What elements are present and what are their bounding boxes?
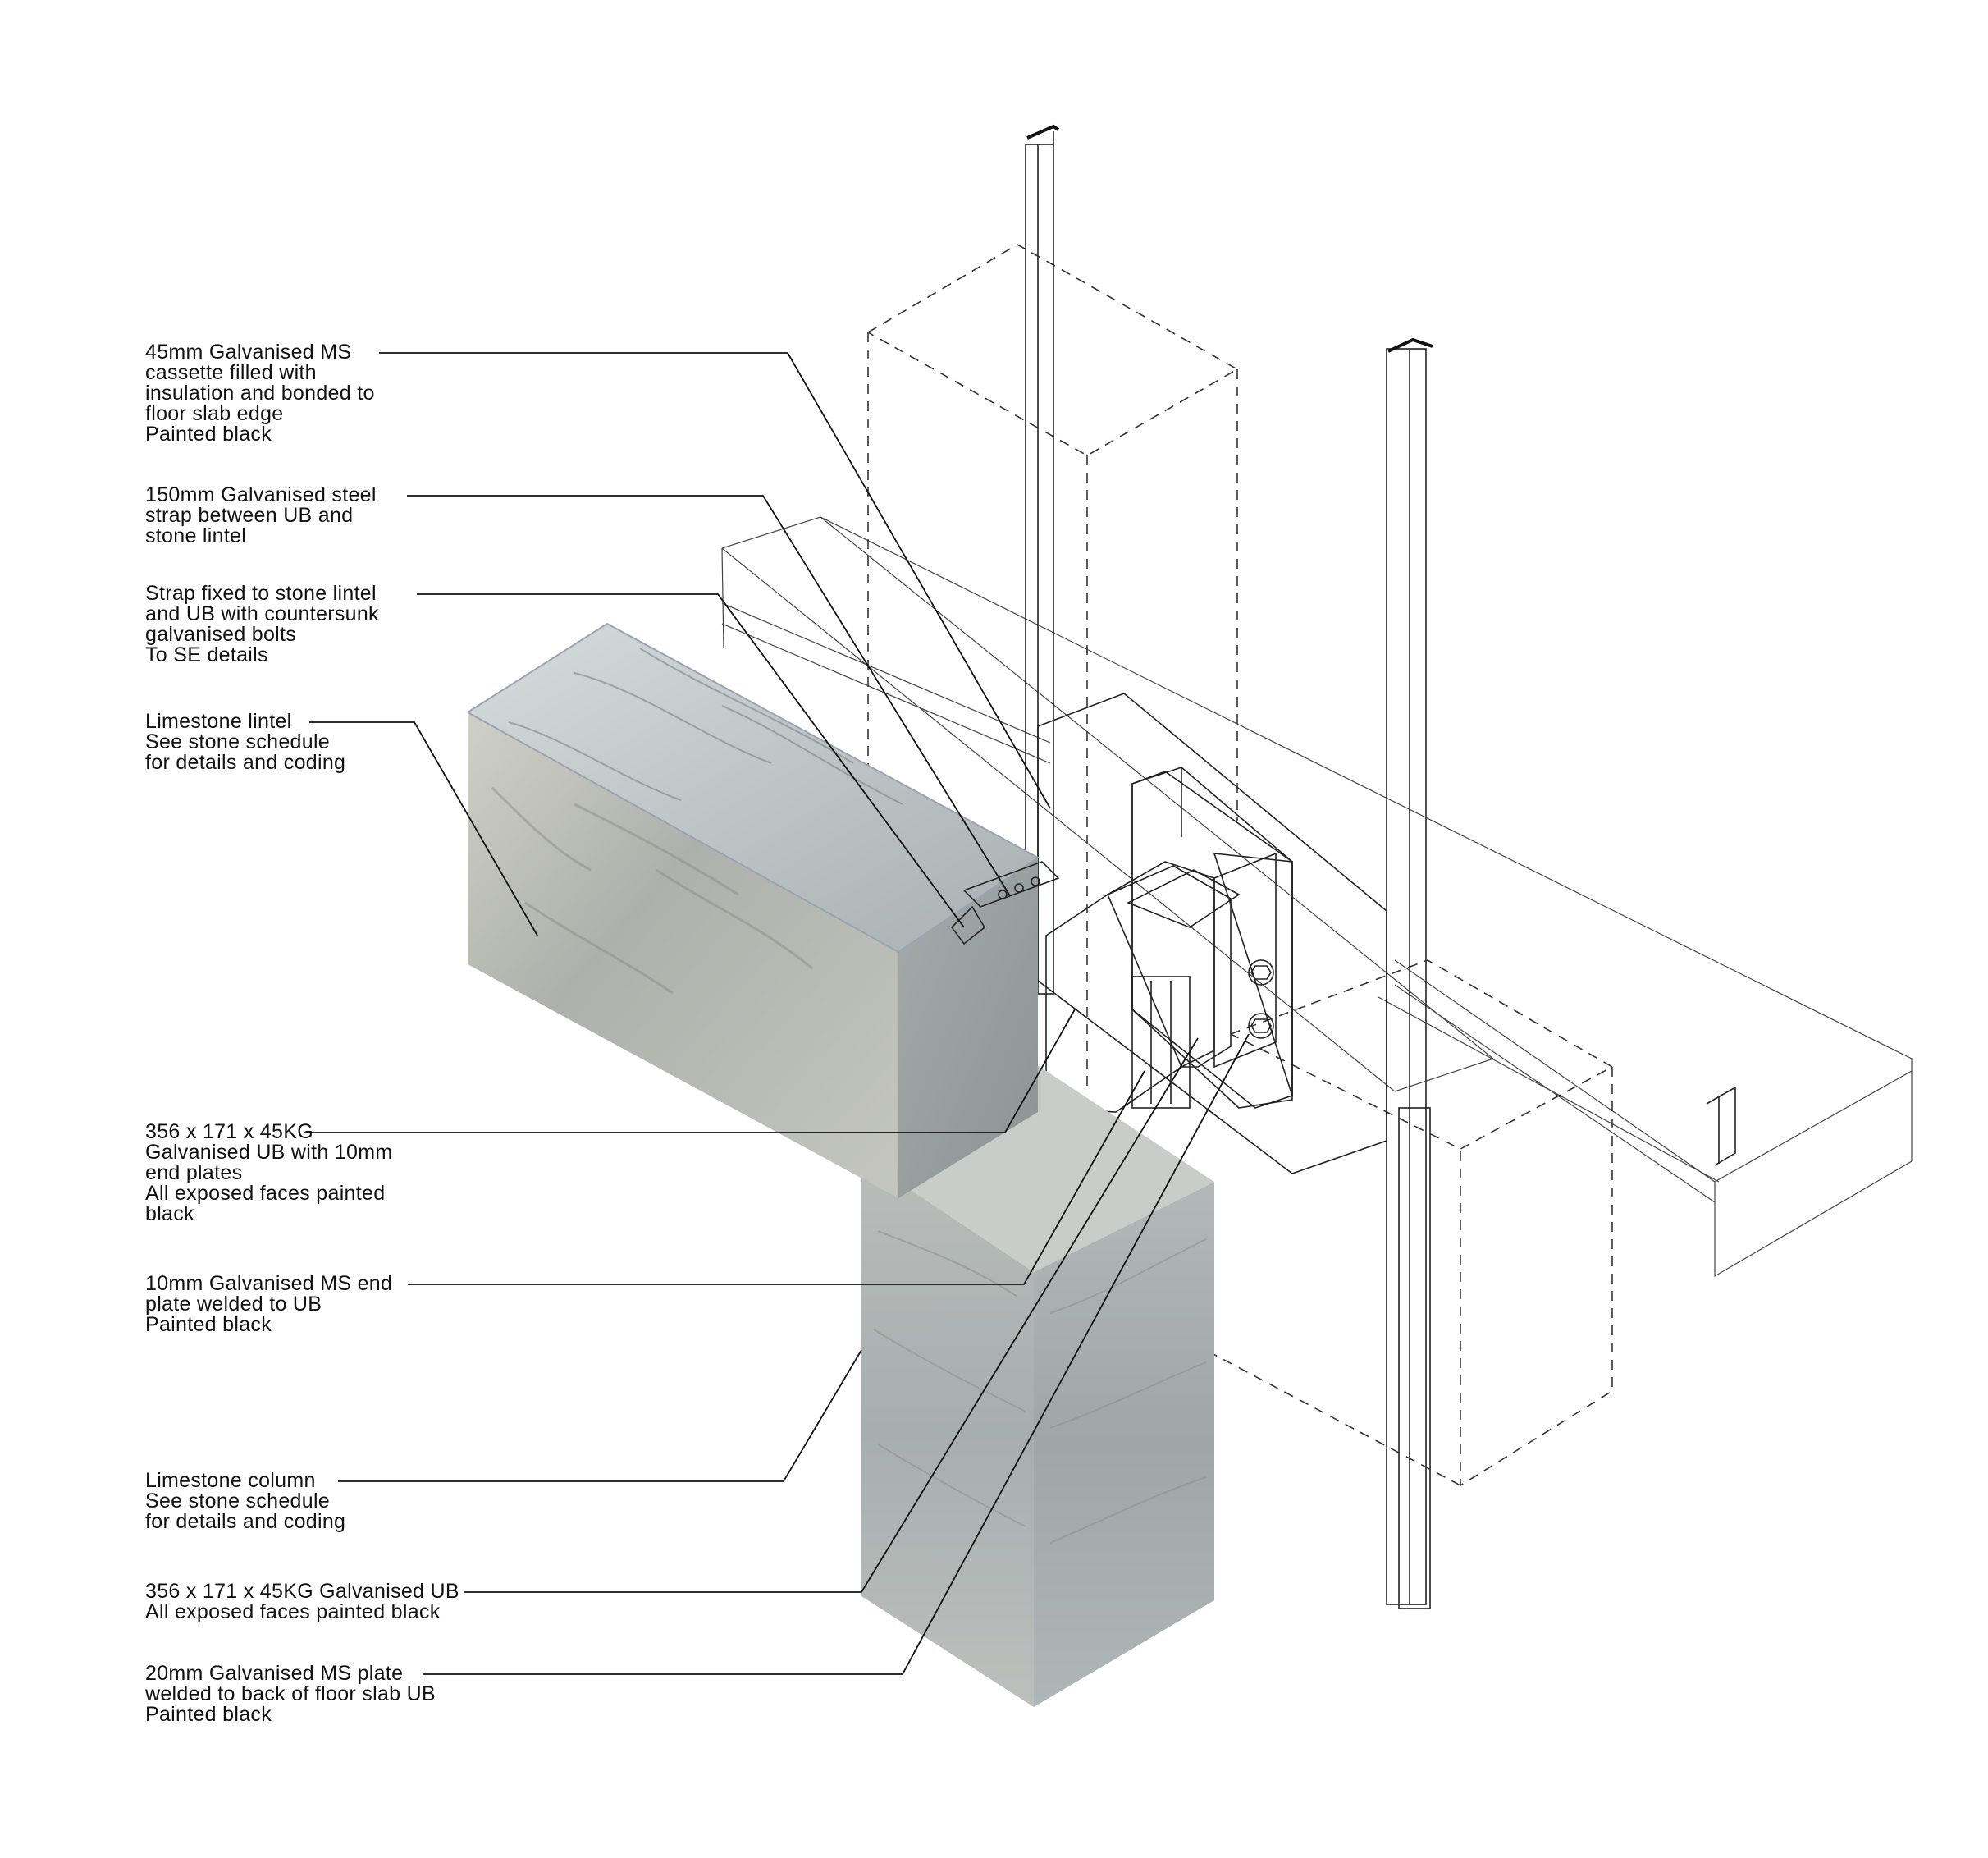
label-line: To SE details xyxy=(145,643,268,666)
label-line: insulation and bonded to xyxy=(145,382,375,405)
channel-section xyxy=(1706,1086,1736,1166)
label-line: for details and coding xyxy=(145,751,346,774)
floor-slab xyxy=(721,516,1913,1278)
bolts xyxy=(1248,959,1274,1039)
label-line: 45mm Galvanised MS xyxy=(145,341,352,364)
label-strap: 150mm Galvanised steel strap between UB … xyxy=(145,485,377,547)
end-plate-20mm xyxy=(1131,767,1293,1109)
label-line: Limestone lintel xyxy=(145,710,292,733)
label-line: welded to back of floor slab UB xyxy=(145,1682,436,1705)
label-line: Painted black xyxy=(145,423,272,446)
label-ub: 356 x 171 x 45KG Galvanised UB All expos… xyxy=(145,1581,459,1622)
label-line: Painted black xyxy=(145,1703,272,1726)
label-line: strap between UB and xyxy=(145,504,354,527)
dashed-volume-upper xyxy=(867,244,1239,1091)
label-line: cassette filled with xyxy=(145,361,317,384)
label-line: for details and coding xyxy=(145,1510,346,1533)
label-line: galvanised bolts xyxy=(145,623,297,646)
label-ub-endplates: 356 x 171 x 45KG Galvanised UB with 10mm… xyxy=(145,1122,392,1224)
label-lintel: Limestone lintel See stone schedule for … xyxy=(145,712,345,773)
label-line: Galvanised UB with 10mm xyxy=(145,1141,393,1164)
label-end-plate: 10mm Galvanised MS end plate welded to U… xyxy=(145,1274,392,1335)
leader-lines xyxy=(304,352,1250,1675)
label-line: 356 x 171 x 45KG Galvanised UB xyxy=(145,1580,459,1603)
label-plate: 20mm Galvanised MS plate welded to back … xyxy=(145,1664,436,1725)
label-column: Limestone column See stone schedule for … xyxy=(145,1471,345,1532)
label-line: 356 x 171 x 45KG xyxy=(145,1120,313,1143)
label-cassette: 45mm Galvanised MS cassette filled with … xyxy=(145,342,375,445)
label-line: 20mm Galvanised MS plate xyxy=(145,1662,404,1685)
label-line: and UB with countersunk xyxy=(145,602,379,625)
label-line: stone lintel xyxy=(145,524,247,547)
label-line: floor slab edge xyxy=(145,402,284,425)
label-line: All exposed faces painted black xyxy=(145,1600,441,1623)
label-line: end plates xyxy=(145,1161,243,1184)
label-line: Painted black xyxy=(145,1313,272,1336)
label-strap-fix: Strap fixed to stone lintel and UB with … xyxy=(145,583,379,666)
label-line: Limestone column xyxy=(145,1469,316,1492)
label-line: 10mm Galvanised MS end xyxy=(145,1272,393,1295)
label-line: See stone schedule xyxy=(145,730,331,753)
label-line: All exposed faces painted xyxy=(145,1182,386,1205)
label-line: plate welded to UB xyxy=(145,1293,322,1316)
label-line: See stone schedule xyxy=(145,1490,331,1512)
limestone-lintel xyxy=(467,622,1040,1198)
mullion-right xyxy=(1386,337,1433,1609)
label-line: 150mm Galvanised steel xyxy=(145,483,377,506)
label-line: black xyxy=(145,1202,194,1225)
label-line: Strap fixed to stone lintel xyxy=(145,582,377,605)
steel-strap xyxy=(950,861,1060,945)
